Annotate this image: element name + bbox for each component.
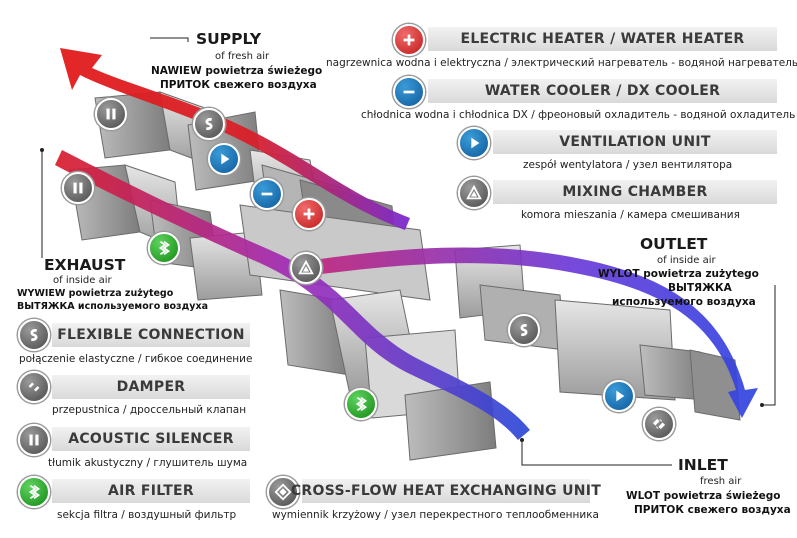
legend-cooler-title: WATER COOLER / DX COOLER — [428, 79, 777, 103]
minus-icon — [251, 178, 283, 210]
legend-ventilation-title: VENTILATION UNIT — [493, 130, 777, 154]
triangle-icon — [458, 177, 490, 209]
flexible-icon — [193, 108, 225, 140]
outlet-line2: WYLOT powietrza zużytego — [598, 268, 759, 280]
silencer-icon — [18, 424, 50, 456]
supply-airflow-arrow — [60, 48, 410, 230]
inlet-line1: fresh air — [700, 476, 742, 487]
play-icon — [208, 143, 240, 175]
exhaust-line2: WYWIEW powietrza zużytego — [17, 288, 174, 299]
legend-heater-title: ELECTRIC HEATER / WATER HEATER — [428, 27, 777, 51]
crossflow-icon — [267, 476, 299, 508]
legend-crossflow-title: CROSS-FLOW HEAT EXCHANGING UNIT — [291, 479, 601, 503]
legend-filter-desc: sekcja filtra / воздушный фильтр — [57, 509, 237, 521]
exhaust-title: EXHAUST — [44, 256, 126, 274]
exhaust-line3: ВЫТЯЖКА используемого воздуха — [17, 301, 208, 312]
inlet-line2: WLOT powietrza świeżego — [626, 490, 781, 502]
exhaust-airflow-arrow — [55, 150, 530, 440]
play-icon — [603, 380, 635, 412]
supply-line2: NAWIEW powietrza świeżego — [151, 65, 323, 77]
legend-cooler-desc: chłodnica wodna i chłodnica DX / фреонов… — [361, 109, 796, 121]
silencer-icon — [95, 98, 127, 130]
legend-silencer-desc: tłumik akustyczny / глушитель шума — [48, 457, 248, 469]
filter-icon — [148, 232, 180, 264]
play-icon — [458, 127, 490, 159]
outlet-line1: of inside air — [657, 255, 716, 266]
legend-flexible-title: FLEXIBLE CONNECTION — [52, 323, 250, 347]
outlet-line4: используемого воздуха — [612, 296, 756, 308]
legend-ventilation-desc: zespół wentylatora / узел вентилятора — [523, 159, 733, 171]
legend-mixing-title: MIXING CHAMBER — [493, 180, 777, 204]
inlet-pointer-line — [521, 440, 672, 466]
triangle-icon — [290, 252, 322, 284]
silencer-icon — [62, 172, 94, 204]
damper-icon — [643, 408, 675, 440]
legend-crossflow-desc: wymiennik krzyżowy / узел перекрестного … — [272, 509, 599, 521]
filter-icon — [18, 476, 50, 508]
outlet-title: OUTLET — [640, 235, 708, 253]
damper-icon — [18, 371, 50, 403]
outlet-line3: ВЫТЯЖКА — [668, 282, 732, 294]
filter-icon — [345, 388, 377, 420]
legend-silencer-title: ACOUSTIC SILENCER — [52, 427, 250, 451]
plus-icon — [393, 24, 425, 56]
flexible-icon — [508, 314, 540, 346]
outlet-pointer-line — [762, 285, 776, 406]
supply-title: SUPPLY — [196, 30, 262, 48]
legend-mixing-desc: komora mieszania / камера смешивания — [521, 209, 740, 221]
exhaust-line1: of inside air — [53, 275, 112, 286]
supply-pointer-line — [150, 37, 189, 42]
legend-heater-desc: nagrzewnica wodna i elektryczna / электр… — [326, 57, 797, 69]
legend-damper-title: DAMPER — [52, 375, 250, 399]
legend-flexible-desc: połączenie elastyczne / гибкое соединени… — [19, 353, 253, 365]
supply-line3: ПРИТОК свежего воздуха — [160, 79, 317, 91]
flexible-icon — [18, 319, 50, 351]
minus-icon — [393, 76, 425, 108]
legend-damper-desc: przepustnica / дроссельный клапан — [52, 404, 247, 416]
inlet-title: INLET — [678, 456, 728, 474]
plus-icon — [293, 198, 325, 230]
legend-filter-title: AIR FILTER — [52, 479, 250, 503]
outlet-airflow-arrow — [300, 247, 758, 418]
supply-line1: of fresh air — [215, 51, 270, 62]
inlet-line3: ПРИТОК свежего воздуха — [634, 504, 791, 516]
